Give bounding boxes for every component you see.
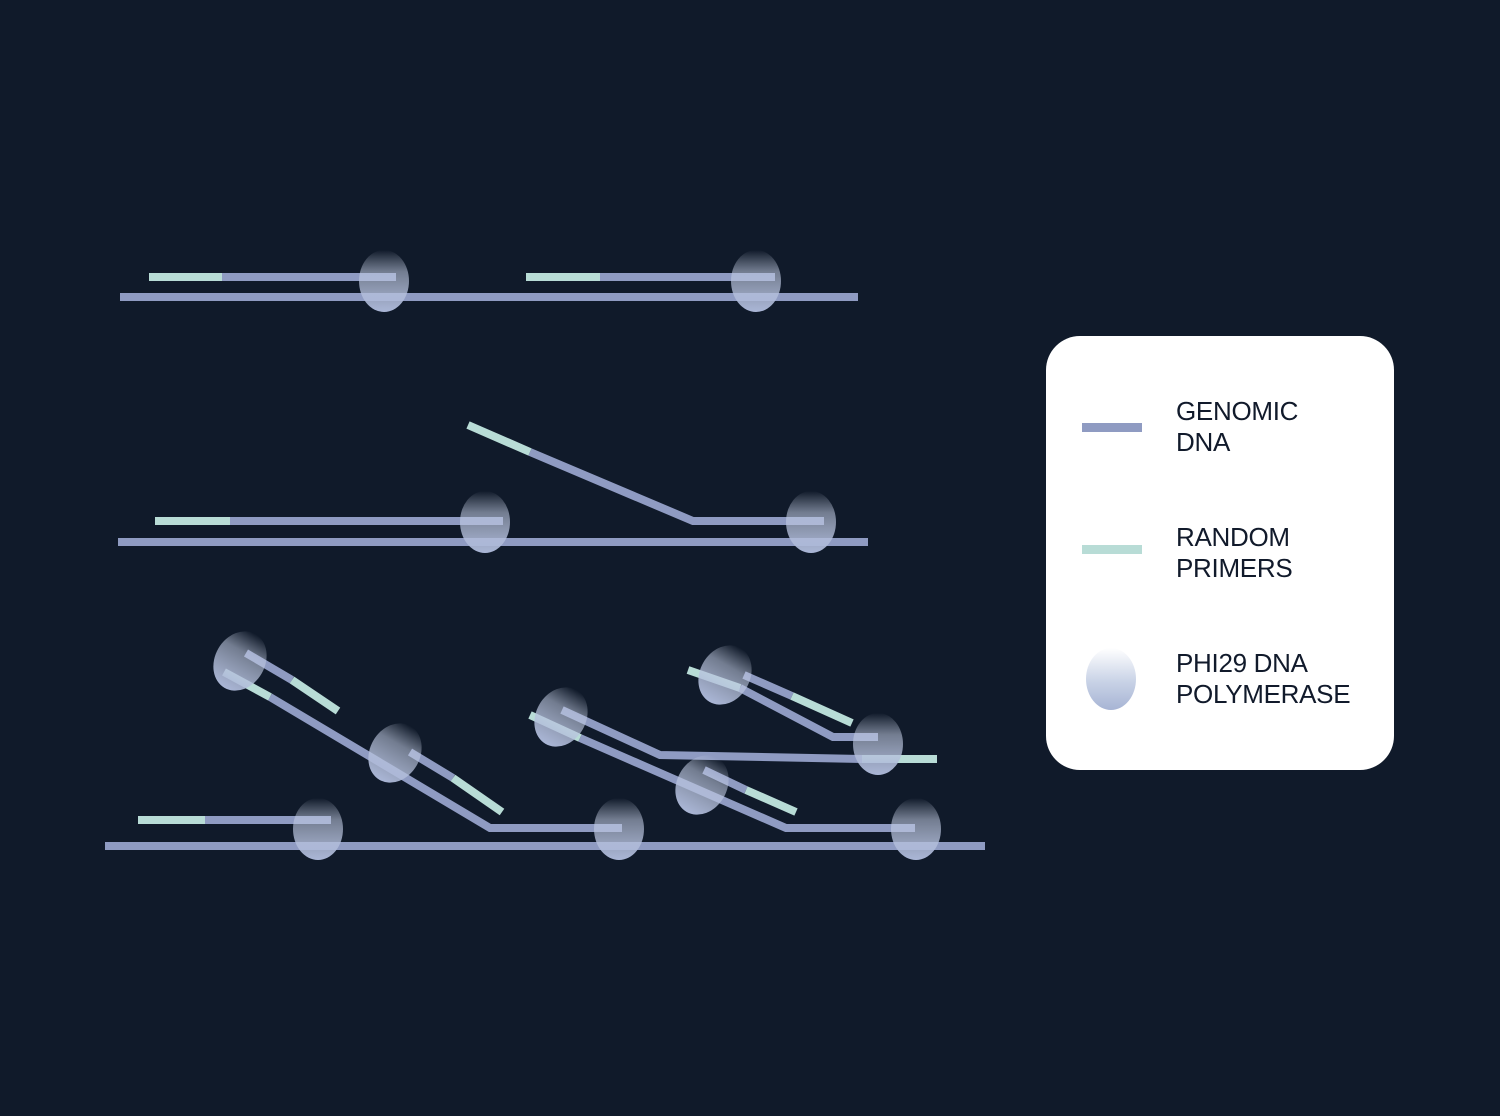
polymerase (786, 491, 836, 553)
stage-2 (118, 421, 868, 553)
stage-1 (120, 250, 858, 312)
polymerase (891, 798, 941, 860)
polymerase (731, 250, 781, 312)
new-strand (560, 706, 863, 763)
random-primer (744, 786, 798, 816)
polymerase (675, 755, 729, 815)
random-primer (790, 692, 854, 727)
polymerase (368, 723, 422, 783)
polymerase (594, 798, 644, 860)
polymerase (460, 491, 510, 553)
legend-label: GENOMIC DNA (1176, 396, 1299, 457)
legend: GENOMIC DNA RANDOM PRIMERS PHI29 DNA POL… (1046, 336, 1394, 770)
displaced-strand (528, 448, 824, 525)
legend-label: PHI29 DNA POLYMERASE (1176, 648, 1351, 709)
random-primer-swatch (1082, 545, 1142, 554)
polymerase-icon (1086, 648, 1136, 710)
polymerase (853, 713, 903, 775)
random-primer (289, 676, 341, 715)
polymerase (534, 687, 588, 747)
legend-label: RANDOM PRIMERS (1176, 522, 1293, 583)
polymerase (359, 250, 409, 312)
polymerase (698, 645, 752, 705)
random-primer (450, 774, 505, 816)
stage-3 (105, 631, 985, 860)
new-strand (742, 671, 794, 700)
random-primer (466, 421, 532, 456)
displaced-strand (267, 693, 622, 832)
polymerase (213, 631, 267, 691)
displaced-strand (578, 734, 915, 832)
genomic-dna-swatch (1082, 423, 1142, 432)
polymerase (293, 798, 343, 860)
